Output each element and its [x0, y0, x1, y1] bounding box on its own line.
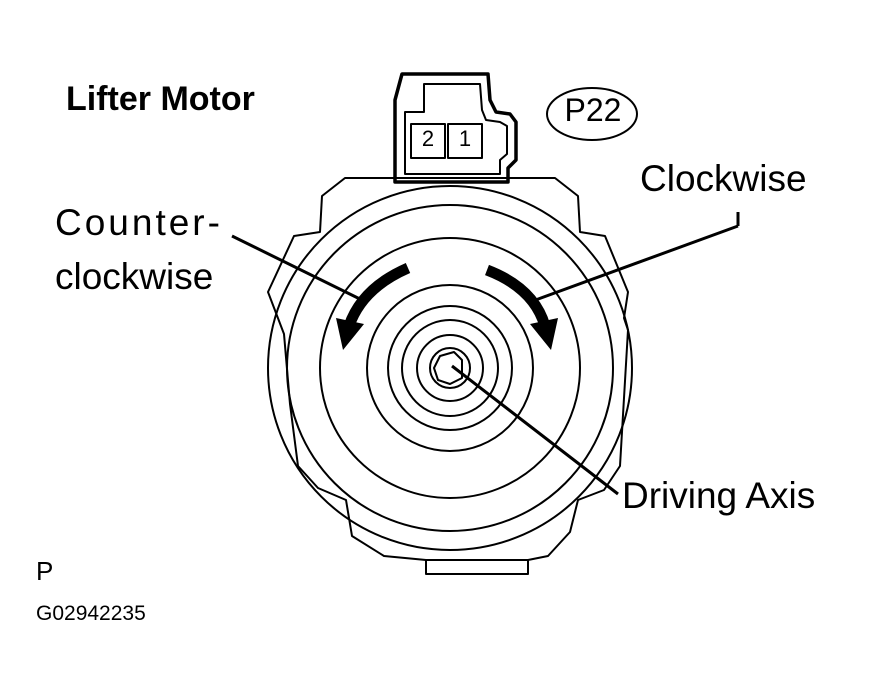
connector-outline [393, 72, 518, 184]
counterclockwise-leader [231, 234, 367, 304]
counterclockwise-arrowhead [336, 318, 364, 350]
counterclockwise-label-line2: clockwise [55, 256, 214, 297]
counterclockwise-arc [343, 262, 411, 328]
clockwise-arrowhead [530, 318, 558, 350]
clockwise-arc [484, 264, 551, 328]
ring-2 [286, 204, 614, 532]
driving-axis-label: Driving Axis [622, 475, 816, 516]
outer-ring [267, 185, 633, 551]
driving-axis-leader [451, 364, 619, 496]
ring-8 [429, 347, 471, 389]
ring-6 [401, 319, 499, 417]
ring-4 [366, 284, 534, 452]
clockwise-leader-diagonal [529, 224, 739, 304]
part-code: P22 [564, 92, 622, 128]
part-code-oval [546, 87, 638, 141]
figure-id: G02942235 [36, 602, 146, 625]
ring-7 [416, 334, 484, 402]
bottom-tab [425, 560, 529, 575]
footer-mark: P [36, 556, 54, 586]
ring-3 [319, 237, 581, 499]
connector-pin-box-2 [410, 123, 446, 159]
ring-5 [387, 305, 513, 431]
connector-pin-box-1 [447, 123, 483, 159]
driving-axis-shaft [433, 351, 463, 385]
counterclockwise-label-line1: Counter- [55, 202, 223, 243]
connector-pin-1-label: 1 [458, 126, 472, 151]
clockwise-label: Clockwise [640, 158, 807, 199]
connector-pin-2-label: 2 [421, 126, 435, 151]
connector-inner [404, 83, 508, 175]
diagram-title: Lifter Motor [66, 80, 255, 118]
